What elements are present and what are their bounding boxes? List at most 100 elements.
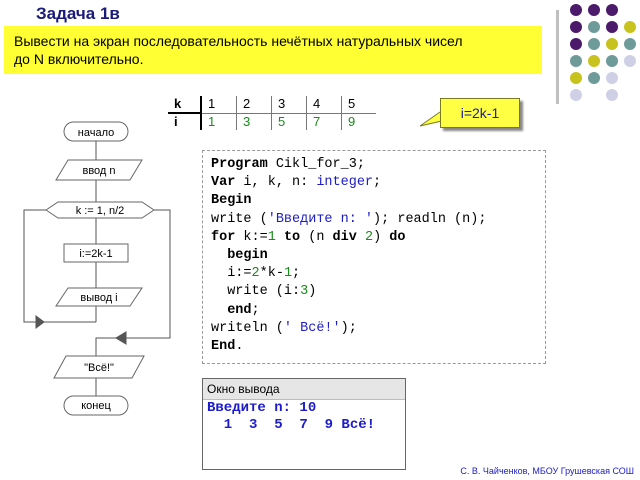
decor-dot [570,38,582,50]
table-cell: 3 [236,113,272,130]
code-line-6: begin [211,247,545,265]
flow-end [63,395,129,416]
code-text: ; [251,302,260,318]
flow-assign-label: i:=2k-1 [79,248,112,260]
table-header-i: i [168,113,202,130]
decor-dot [606,72,618,84]
decorative-divider [556,10,559,104]
code-line-1: Program Cikl_for_3; [211,156,545,174]
table-cell: 5 [341,96,376,114]
code-text: i, k, n: [235,175,317,191]
code-keyword: do [389,229,406,245]
code-number: 1 [283,266,293,282]
code-text: *k- [259,266,284,282]
decor-dot [588,38,600,50]
flow-assign [63,243,129,263]
decor-dot [606,38,618,50]
table-row-k: k 1 2 3 4 5 [168,96,376,114]
code-line-5: for k:=1 to (n div 2) do [211,229,545,247]
decor-dot [606,21,618,33]
code-text: ); [340,320,357,336]
arrow-head [35,315,45,329]
code-keyword: begin [227,248,268,264]
code-text: . [235,339,244,355]
flow-end-label: конец [81,400,111,412]
flow-output [55,287,143,307]
code-number: 3 [300,284,309,300]
output-window: Окно вывода Введите n: 10 1 3 5 7 9 Всё! [202,378,406,470]
output-line-2: 1 3 5 7 9 Всё! [207,417,376,433]
decor-dot [570,21,582,33]
decor-dot [588,72,600,84]
loop-exit-connector [95,209,171,356]
code-type: integer [316,175,374,191]
code-text: ) [308,284,317,300]
flow-message [53,355,145,379]
code-text [276,230,284,245]
decor-dot [588,55,600,67]
flow-input [55,159,143,181]
callout-pointer [419,111,447,127]
code-keyword: End [211,339,236,355]
table-row-i: i 1 3 5 7 9 [168,113,376,130]
flow-start-label: начало [78,127,114,139]
decor-dot [606,89,618,101]
code-keyword: div [332,229,357,245]
code-text: write (i: [211,284,301,300]
code-line-7: i:=2*k-1; [211,265,545,283]
code-line-8: write (i:3) [211,283,545,301]
output-line-1: Введите n: 10 [207,400,317,416]
table-cell: 3 [271,96,307,114]
code-keyword: for [211,229,236,245]
code-text: write ( [211,211,268,227]
decor-dot [588,21,600,33]
table-cell: 7 [306,113,342,130]
decor-dot [606,55,618,67]
decor-dot [624,55,636,67]
code-number: 1 [267,229,276,245]
table-cell: 1 [200,96,237,114]
decor-dot [606,4,618,16]
page-title: Задача 1в [36,4,120,23]
task-statement: Вывести на экран последовательность нечё… [4,26,542,74]
code-text: ; [373,175,382,191]
task-line-1: Вывести на экран последовательность нечё… [14,33,463,49]
code-text: i:= [211,266,252,282]
code-keyword: Program [211,157,268,172]
code-number: 2 [251,266,260,282]
flow-loop-label: k := 1, n/2 [76,205,125,217]
code-string: ' Всё!' [283,320,341,336]
decor-dot [570,55,582,67]
code-text [211,248,227,263]
flow-input-label: ввод n [82,165,115,177]
flow-output-label: вывод i [80,292,117,304]
decor-dot [570,89,582,101]
code-line-11: End. [211,338,545,356]
code-text: ) [373,229,390,245]
author-credit: С. В. Чайченков, МБОУ Грушевская СОШ [460,466,634,476]
code-text: k:= [235,229,268,245]
code-number: 2 [364,229,374,245]
table-cell: 2 [236,96,272,114]
table-header-k: k [168,96,202,114]
k-i-table: k 1 2 3 4 5 i 1 3 5 7 9 [168,96,376,130]
code-text [357,230,365,245]
code-string: 'Введите n: ' [267,211,374,227]
formula-callout: i=2k-1 [440,98,520,128]
code-text: (n [300,229,333,245]
code-line-4: write ('Введите n: '); readln (n); [211,211,545,229]
loop-back-connector [23,209,96,323]
table-cell: 1 [200,113,237,130]
decor-dot [624,21,636,33]
table-cell: 5 [271,113,307,130]
arrow-head [115,331,127,345]
code-keyword: Var [211,175,236,191]
table-cell: 4 [306,96,342,114]
table-cell: 9 [341,113,376,130]
flow-loop [45,201,155,219]
code-text: writeln ( [211,320,284,336]
task-line-2: до N включительно. [14,51,144,67]
code-text: ; [292,266,301,282]
code-keyword: to [283,229,301,245]
